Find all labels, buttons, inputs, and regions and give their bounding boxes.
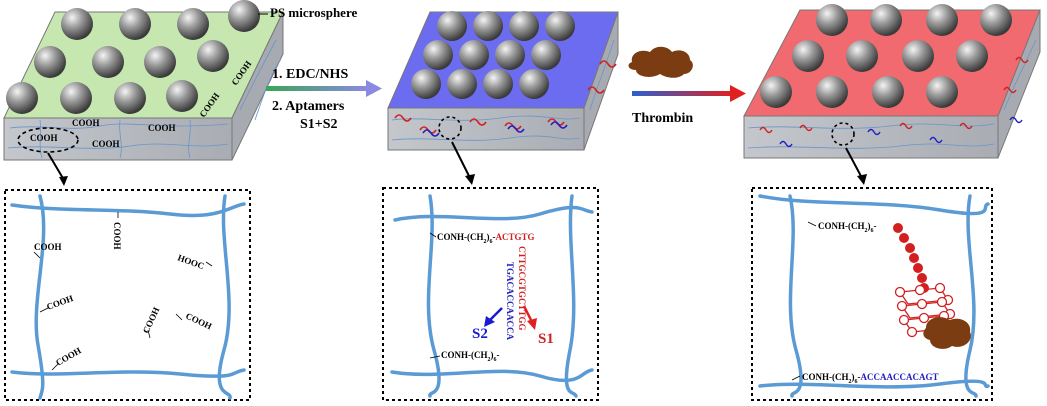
panel-3-spheres (760, 4, 1012, 108)
conh-label-bottom: CONH-(CH2)6- (441, 350, 500, 363)
ps-microsphere-label: PS microsphere (270, 5, 357, 20)
cooh-label: COOH (92, 139, 120, 149)
conh-label-top: CONH-(CH2)6- (818, 221, 877, 234)
zoom-arrow-3-head (857, 174, 867, 185)
s1-arrow (522, 305, 534, 323)
panel-3-front (743, 115, 999, 159)
cooh-label: COOH (72, 118, 100, 128)
panel-2-aptamers (394, 60, 617, 137)
s1-sequence-vertical: CTTGCGTGCTTGG (517, 246, 527, 331)
step-2-label: 2. Aptamers (272, 99, 345, 114)
zoom-arrow-2 (451, 141, 471, 179)
s2-sequence-vertical: TGACACCAACCA (505, 262, 515, 340)
aptamer-bead-chain (893, 223, 929, 293)
zoom-box-1: COOH COOH HOOC COOH COOH COOH COOH (4, 189, 251, 401)
thrombin-protein (628, 46, 693, 78)
step-2b-label: S1+S2 (300, 117, 338, 132)
s2-label: S2 (472, 326, 488, 342)
zoom-1-network (10, 194, 246, 400)
bound-thrombin (923, 317, 971, 349)
cooh-label: COOH (30, 133, 58, 143)
step-1-label: 1. EDC/NHS (272, 67, 348, 82)
zoom-highlight-3 (831, 122, 855, 146)
panel-3-slab (743, 4, 1041, 159)
conh-label-top: CONH-(CH2)6-ACTGTG (437, 232, 535, 245)
cooh-label: COOH (34, 242, 62, 252)
panel-1-spheres (6, 0, 260, 114)
base-pair-ticks (510, 269, 514, 331)
panel-1-right-side (231, 11, 284, 161)
conh-label-bottom: CONH-(CH2)6-ACCAACCACAGT (802, 372, 939, 385)
zoom-arrow-1-head (59, 176, 68, 186)
zoom-box-2: CONH-(CH2)6-ACTGTG CTTGCGTGCTTGG TGACACC… (382, 187, 599, 401)
panel-2-network (391, 39, 615, 141)
zoom-3-network (758, 194, 990, 398)
zoom-arrow-2-head (465, 174, 475, 185)
panel-3-bound-aptamers (759, 56, 1029, 148)
s1-label: S1 (538, 331, 554, 347)
zoom-2-network (390, 194, 594, 398)
panel-1-network (7, 39, 281, 159)
panel-3-right-side (997, 9, 1041, 159)
panel-2-spheres (411, 11, 575, 99)
thrombin-label: Thrombin (632, 111, 693, 126)
cooh-label: COOH (148, 123, 176, 133)
s2-arrow (489, 307, 503, 321)
panel-2-right-side (583, 11, 619, 151)
zoom-arrow-3 (845, 147, 863, 179)
zoom-1-linkers (33, 212, 213, 371)
zoom-highlight-1 (17, 127, 79, 153)
zoom-highlight-2 (438, 116, 462, 140)
panel-2-front (387, 107, 585, 151)
g-quadruplex (894, 282, 956, 338)
s2-arrow-head (484, 316, 495, 327)
panel-1-slab: COOH COOH COOH COOH COOH COOH (3, 0, 284, 161)
step-arrow-2: Thrombin (628, 46, 746, 126)
step-arrow-1: 1. EDC/NHS 2. Aptamers S1+S2 (266, 67, 382, 132)
zoom-arrow-1 (47, 152, 65, 181)
panel-2-slab (387, 11, 619, 151)
cooh-label: COOH (112, 222, 122, 250)
zoom-box-3: CONH-(CH2)6- (751, 187, 993, 401)
s1-arrow-head (527, 318, 537, 330)
